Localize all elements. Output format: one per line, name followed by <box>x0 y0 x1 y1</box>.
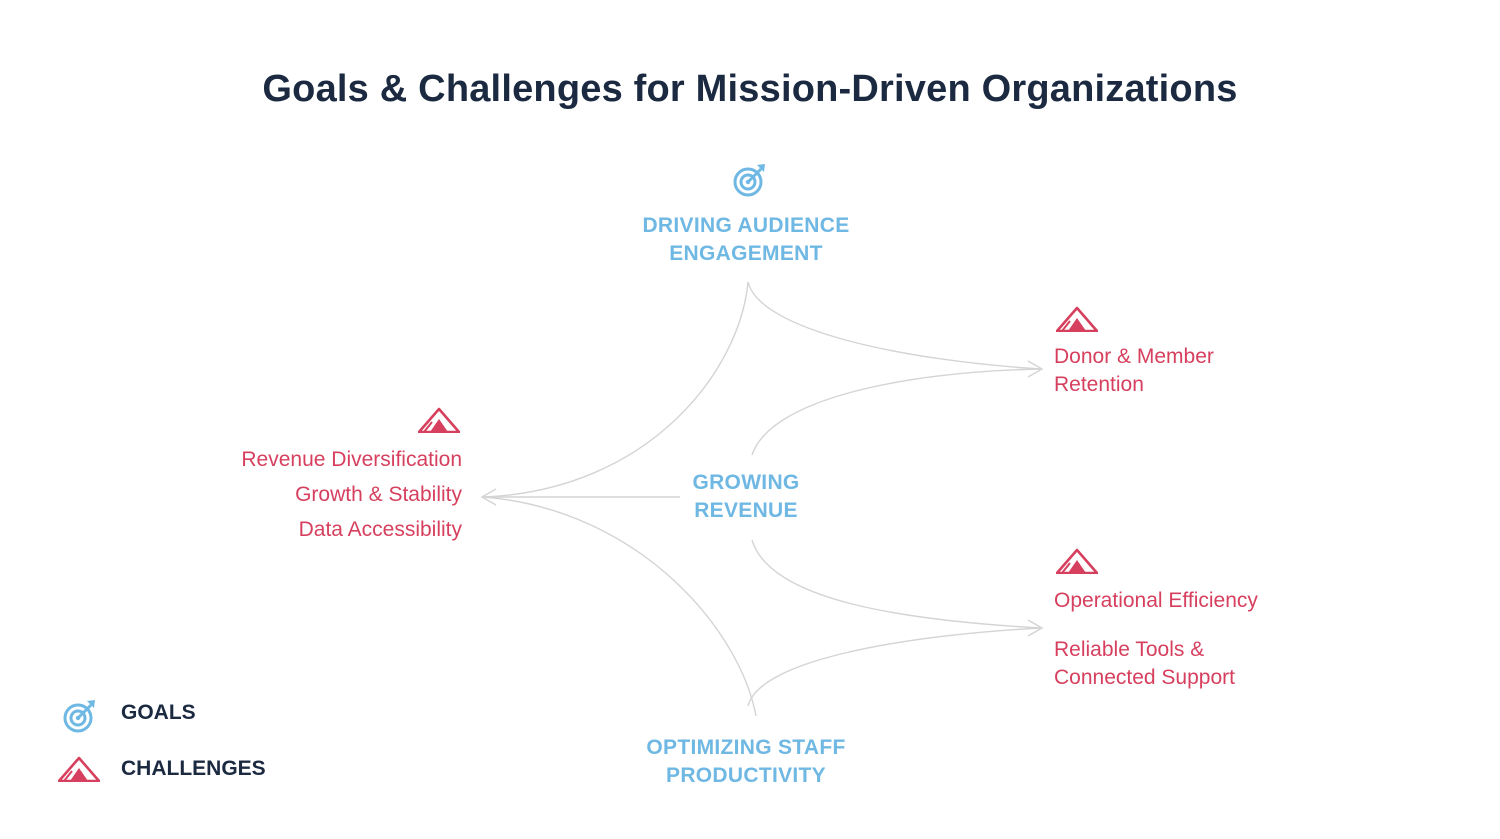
mountain-icon <box>418 407 460 433</box>
legend-challenges-label: CHALLENGES <box>121 757 266 780</box>
connector-staff-right <box>747 627 1041 707</box>
arrowhead-topright <box>1027 360 1044 378</box>
mountain-icon <box>58 756 100 782</box>
arrowhead-left <box>480 488 497 506</box>
connector-audience-right <box>747 281 1041 370</box>
challenge-operational-efficiency: Operational Efficiency <box>1054 589 1258 612</box>
mountain-icon <box>1056 306 1098 332</box>
mountain-icon <box>1056 548 1098 574</box>
goal-optimizing-staff-productivity: OPTIMIZING STAFF PRODUCTIVITY <box>646 736 846 787</box>
challenge-reliable-tools: Reliable Tools & Connected Support <box>1054 638 1235 689</box>
goal-driving-audience-engagement: DRIVING AUDIENCE ENGAGEMENT <box>642 214 850 265</box>
connector-audience-left <box>483 281 749 498</box>
goal-growing-revenue: GROWING REVENUE <box>692 471 800 522</box>
list-item: Growth & Stability <box>295 483 462 506</box>
challenge-list-left: Revenue Diversification Growth & Stabili… <box>140 446 462 544</box>
connector-staff-left <box>483 496 757 717</box>
legend-goals-label: GOALS <box>121 701 196 724</box>
list-item: Revenue Diversification <box>241 448 462 471</box>
target-arrow-icon <box>63 700 95 733</box>
challenge-donor-member-retention: Donor & Member Retention <box>1054 345 1214 396</box>
page-title: Goals & Challenges for Mission-Driven Or… <box>262 68 1238 110</box>
connector-revenue-topright <box>751 368 1041 456</box>
target-arrow-icon <box>733 164 765 197</box>
arrowhead-bottomright <box>1027 619 1044 637</box>
list-item: Data Accessibility <box>298 518 462 541</box>
connector-revenue-bottomright <box>751 539 1041 629</box>
